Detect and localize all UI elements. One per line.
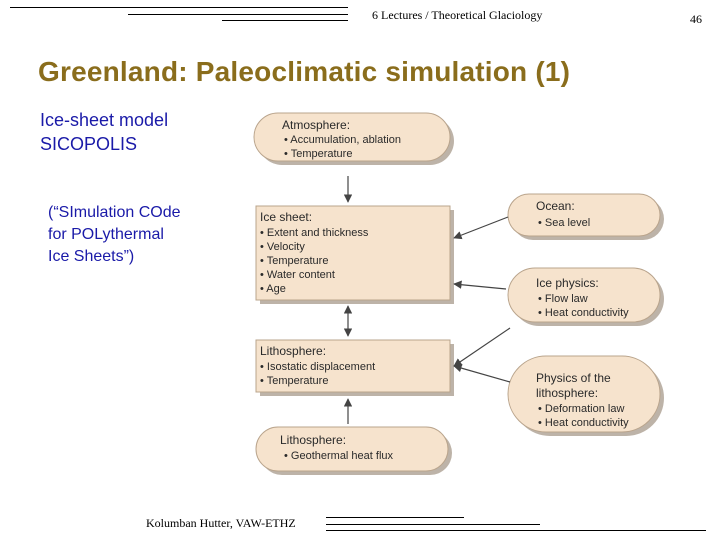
arrow-ice-physics-to-lithosphere [453, 327, 511, 367]
header-rule-short [222, 20, 348, 21]
atmosphere-item: • Temperature [284, 148, 352, 160]
model-line: SICOPOLIS [40, 134, 138, 154]
arrow-physics-lithosphere-to-lithosphere [453, 364, 511, 383]
ice-sheet-item: • Temperature [260, 255, 328, 267]
ice-sheet-item: • Age [260, 283, 286, 295]
footer-author: Kolumban Hutter, VAW-ETHZ [146, 516, 296, 530]
slide-title: Greenland: Paleoclimatic simulation (1) [38, 56, 571, 87]
acronym-line: for POLythermal [48, 226, 164, 243]
lithosphere-node: Lithosphere: • Isostatic displacement • … [255, 339, 454, 396]
footer-rule-short [326, 517, 464, 518]
physics-lithosphere-item: • Heat conductivity [538, 417, 629, 429]
page-number: 46 [690, 12, 702, 26]
lithosphere-bottom-item: • Geothermal heat flux [284, 450, 394, 462]
atmosphere-title: Atmosphere: [282, 118, 350, 132]
arrow-ocean-to-ice-sheet [453, 216, 509, 240]
ocean-item: • Sea level [538, 217, 590, 229]
lithosphere-title: Lithosphere: [260, 344, 326, 358]
atmosphere-node: Atmosphere: • Accumulation, ablation • T… [253, 112, 454, 165]
ice-physics-item: • Heat conductivity [538, 307, 629, 319]
ice-physics-title: Ice physics: [536, 276, 599, 290]
acronym-expansion: (“SImulation COde for POLythermal Ice Sh… [48, 202, 181, 268]
footer-rule-mid [326, 524, 540, 525]
ice-sheet-item: • Water content [260, 269, 335, 281]
ice-sheet-title: Ice sheet: [260, 210, 312, 224]
arrow-ice-physics-to-ice-sheet [453, 280, 507, 290]
physics-lithosphere-title: lithosphere: [536, 386, 598, 400]
header-rule-long [10, 7, 348, 8]
ice-sheet-item: • Velocity [260, 241, 305, 253]
course-header: 6 Lectures / Theoretical Glaciology [372, 8, 543, 22]
acronym-line: (“SImulation COde [48, 204, 181, 221]
atmosphere-item: • Accumulation, ablation [284, 134, 401, 146]
lithosphere-bottom-title: Lithosphere: [280, 433, 346, 447]
ocean-title: Ocean: [536, 199, 575, 213]
lithosphere-item: • Isostatic displacement [260, 361, 375, 373]
ice-physics-item: • Flow law [538, 293, 588, 305]
physics-lithosphere-title: Physics of the [536, 371, 611, 385]
model-name: Ice-sheet model SICOPOLIS [40, 108, 168, 156]
physics-lithosphere-item: • Deformation law [538, 403, 624, 415]
header-rule-mid [128, 14, 348, 15]
lithosphere-bottom-node: Lithosphere: • Geothermal heat flux [255, 426, 452, 475]
ocean-node: Ocean: • Sea level [507, 193, 664, 240]
ice-physics-node: Ice physics: • Flow law • Heat conductiv… [507, 267, 664, 326]
footer-rule-long [326, 530, 706, 531]
physics-lithosphere-node: Physics of the lithosphere: • Deformatio… [507, 355, 664, 436]
sicopolis-diagram: Atmosphere: • Accumulation, ablation • T… [253, 112, 664, 475]
ice-sheet-node: Ice sheet: • Extent and thickness • Velo… [255, 205, 454, 304]
acronym-line: Ice Sheets”) [48, 248, 135, 265]
model-line: Ice-sheet model [40, 110, 169, 130]
lithosphere-item: • Temperature [260, 375, 328, 387]
ice-sheet-item: • Extent and thickness [260, 227, 369, 239]
